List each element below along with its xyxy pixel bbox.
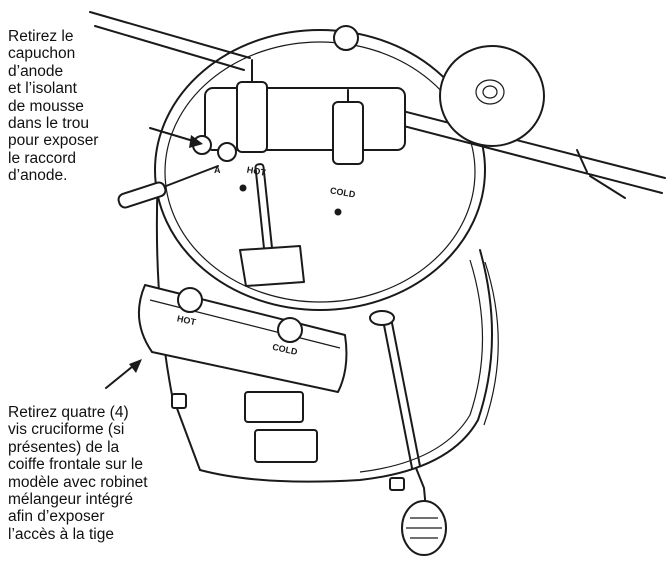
- thermostat-box: [239, 245, 305, 287]
- hot-label-cover: HOT: [176, 313, 197, 327]
- anode-mark: A: [214, 165, 221, 175]
- valve-handle: [589, 175, 626, 199]
- hot-fitting: [236, 81, 268, 153]
- screwdriver: [117, 165, 219, 209]
- pointer-arrows: [105, 127, 203, 389]
- cover-screws-instruction-text: Retirez quatre (4) vis cruciforme (si pr…: [8, 404, 148, 543]
- cold-fitting: [332, 101, 364, 165]
- anode-instruction-text: Retirez le capuchon d’anode et l’isolant…: [8, 28, 99, 185]
- cover-screw: [171, 393, 187, 409]
- top-fittings: [192, 59, 406, 287]
- hot-label-top: HOT: [246, 165, 267, 178]
- drain-assembly: [369, 310, 447, 556]
- cold-label-top: COLD: [329, 185, 356, 199]
- access-panel: [254, 429, 318, 463]
- vent-hole: [333, 25, 359, 51]
- valve: [576, 149, 588, 173]
- expansion-tank: [439, 45, 545, 147]
- front-cover: [137, 284, 348, 463]
- anode-port: [217, 142, 237, 162]
- tank-top: [154, 25, 486, 311]
